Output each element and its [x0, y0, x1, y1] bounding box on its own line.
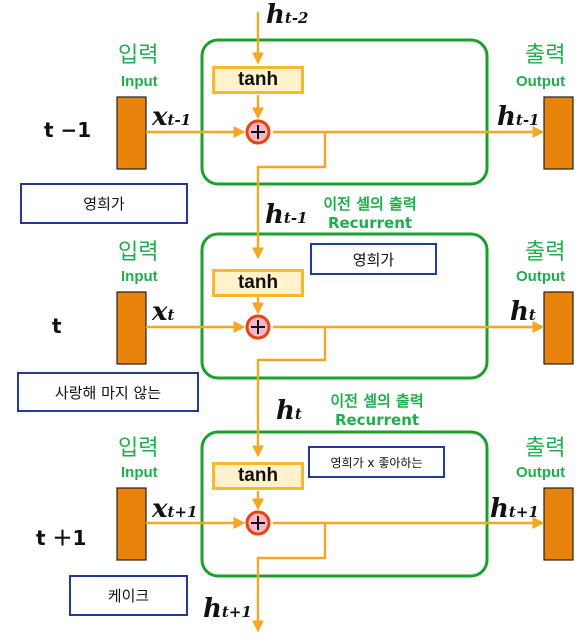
h-output-label-3: ht+1 [490, 494, 539, 524]
output-box-1 [543, 96, 574, 170]
input-word-box-3: 케이크 [69, 575, 188, 616]
input-label-ko-1: 입력 [118, 43, 159, 68]
input-box-1 [116, 96, 147, 170]
output-label-ko-1: 출력 [525, 43, 566, 68]
recurrent-path-1 [252, 132, 327, 260]
rnn-cell-3 [200, 430, 489, 578]
output-label-en-2: Output [516, 268, 566, 285]
tanh-block-1: tanh [212, 66, 304, 94]
input-label-en-3: Input [121, 464, 158, 481]
tanh-block-3: tanh [212, 462, 304, 490]
x-input-label-1: xt-1 [152, 102, 192, 132]
plus-node-1 [245, 119, 271, 145]
output-label-ko-3: 출력 [525, 436, 566, 461]
output-label-ko-2: 출력 [525, 240, 566, 265]
input-box-3 [116, 487, 147, 561]
recurrent-path-3 [252, 523, 327, 633]
output-label-en-3: Output [516, 464, 566, 481]
input-label-ko-2: 입력 [118, 240, 159, 265]
time-step-2: t [52, 314, 62, 338]
tanh-block-2: tanh [212, 269, 304, 297]
rnn-cell-1 [200, 38, 489, 186]
input-label-ko-3: 입력 [118, 436, 159, 461]
x-input-label-3: xt+1 [152, 494, 198, 524]
h-state-mid1: ht-1 [265, 200, 308, 230]
output-box-2 [543, 291, 574, 365]
plus-node-2 [245, 314, 271, 340]
state-text-box-3: 영희가 x 좋아하는 [308, 446, 445, 478]
input-word-box-2: 사랑해 마지 않는 [17, 372, 199, 412]
state-text-box-2: 영희가 [310, 243, 437, 275]
time-step-1: t −1 [44, 118, 92, 142]
h-output-label-1: ht-1 [497, 102, 540, 132]
h-state-bottom: ht+1 [203, 594, 252, 624]
time-step-3: t ＋1 [36, 526, 87, 550]
h-state-mid2: ht [276, 396, 302, 426]
input-box-2 [116, 291, 147, 365]
x-input-label-2: xt [152, 297, 175, 327]
output-label-en-1: Output [516, 73, 566, 90]
h-output-label-2: ht [510, 297, 536, 327]
input-label-en-1: Input [121, 73, 158, 90]
input-label-en-2: Input [121, 268, 158, 285]
plus-node-3 [245, 510, 271, 536]
rnn-cell-2 [200, 232, 489, 380]
input-word-box-1: 영희가 [20, 183, 188, 224]
recurrent-path-2 [252, 327, 327, 458]
output-box-3 [543, 487, 574, 561]
h-state-top: ht-2 [266, 0, 309, 30]
